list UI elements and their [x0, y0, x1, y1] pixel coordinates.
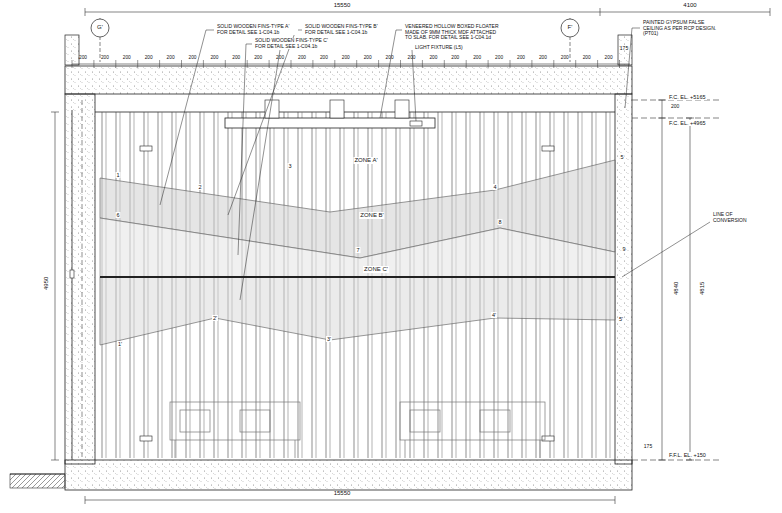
fin-line — [312, 60, 313, 68]
dimension-text: 200 — [210, 55, 218, 60]
dimension-text: 4840 — [673, 281, 680, 296]
fin-line — [531, 60, 532, 68]
dimension-text: 200 — [407, 55, 415, 60]
dimension-text: 200 — [539, 55, 547, 60]
fin-line — [203, 60, 204, 68]
fin-line — [356, 60, 357, 68]
fin-line — [597, 60, 598, 68]
note-text: SOLID WOODEN FINS-TYPE A' FOR DETAIL SEE… — [216, 24, 298, 35]
fin-line — [575, 60, 576, 68]
note-text: LINE OF CONVERSION — [712, 212, 764, 223]
level-text: F.C. EL. +5165 — [668, 94, 707, 100]
fin-line — [444, 60, 445, 68]
zone-label: ZONE A' — [353, 157, 378, 164]
dimension-text: 200 — [320, 55, 328, 60]
fin-line — [334, 60, 335, 68]
grid-bubble-text: F' — [568, 24, 573, 31]
zone-label: ZONE B' — [359, 212, 384, 219]
dimension-text: 200 — [342, 55, 350, 60]
fin-line — [137, 60, 138, 68]
dimension-text: 200 — [188, 55, 196, 60]
level-text: F.F.L. EL. +150 — [668, 452, 707, 458]
fin-line — [422, 60, 423, 68]
dimension-text: 200 — [517, 55, 525, 60]
dimension-text: 200 — [298, 55, 306, 60]
callout-number: 4' — [491, 312, 497, 318]
dimension-text: 4815 — [699, 281, 706, 296]
dimension-text: 175 — [643, 444, 653, 450]
note-text: SOLID WOODEN FINS-TYPE B' FOR DETAIL SEE… — [304, 24, 386, 35]
fin-line — [553, 60, 554, 68]
level-text: F.C. EL. +4965 — [668, 120, 707, 126]
fin-line — [159, 60, 160, 68]
fin-line — [466, 60, 467, 68]
dimension-text: 200 — [101, 55, 109, 60]
dimension-text: 200 — [79, 55, 87, 60]
note-text: PAINTED GYPSUM FALSE CEILING AS PER RCP … — [642, 20, 722, 37]
dimension-text: 200 — [254, 55, 262, 60]
callout-number: 4 — [492, 184, 497, 190]
dimension-text: 15550 — [334, 2, 351, 9]
dimension-text: 200 — [123, 55, 131, 60]
dimension-text: 200 — [145, 55, 153, 60]
fin-line — [269, 60, 270, 68]
callout-number: 3 — [287, 163, 292, 169]
callout-number: 3' — [326, 336, 332, 342]
fin-line — [181, 60, 182, 68]
fin-line — [291, 60, 292, 68]
fin-line — [115, 60, 116, 68]
note-text: LIGHT FIXTURE (L5) — [414, 45, 464, 51]
fin-line — [400, 60, 401, 68]
dimension-text: 200 — [167, 55, 175, 60]
fin-line — [72, 60, 73, 68]
fin-line — [619, 60, 620, 68]
fin-line — [225, 60, 226, 68]
dimension-text: 175 — [620, 46, 628, 52]
callout-number: 9 — [621, 246, 626, 252]
callout-number: 2' — [212, 315, 218, 321]
fin-line — [510, 60, 511, 68]
callout-number: 8 — [497, 219, 502, 225]
dimension-text: 200 — [561, 55, 569, 60]
callout-number: 5' — [618, 316, 624, 322]
fin-line — [378, 60, 379, 68]
note-text: VENEERED HOLLOW BOXED FLOATER MADE OF 9M… — [404, 24, 502, 41]
note-text: SOLID WOODEN FINS-TYPE C' FOR DETAIL SEE… — [254, 38, 336, 49]
dimension-text: 200 — [605, 55, 613, 60]
dimension-text: 200 — [473, 55, 481, 60]
fin-line — [247, 60, 248, 68]
callout-number: 1 — [115, 172, 120, 178]
dimension-text: 4950 — [43, 276, 50, 291]
callout-number: 7 — [355, 247, 360, 253]
zone-label: ZONE C' — [363, 266, 389, 273]
dimension-text: 200 — [386, 55, 394, 60]
dimension-text: 4100 — [683, 2, 696, 9]
dimension-text: 200 — [429, 55, 437, 60]
fin-line — [488, 60, 489, 68]
callout-number: 6 — [115, 212, 120, 218]
dimension-text: 200 — [451, 55, 459, 60]
dimension-text: 200 — [276, 55, 284, 60]
dimension-text: 200 — [364, 55, 372, 60]
callout-number: 5 — [619, 154, 624, 160]
dimension-text: 200 — [670, 104, 680, 110]
grid-bubble-text: G' — [97, 24, 103, 31]
dimension-text: 200 — [232, 55, 240, 60]
fin-line — [93, 60, 94, 68]
callout-number: 2 — [197, 184, 202, 190]
callout-number: 1' — [117, 341, 123, 347]
dimension-text: 200 — [495, 55, 503, 60]
dimension-text: 15550 — [334, 490, 351, 497]
dimension-text: 200 — [583, 55, 591, 60]
